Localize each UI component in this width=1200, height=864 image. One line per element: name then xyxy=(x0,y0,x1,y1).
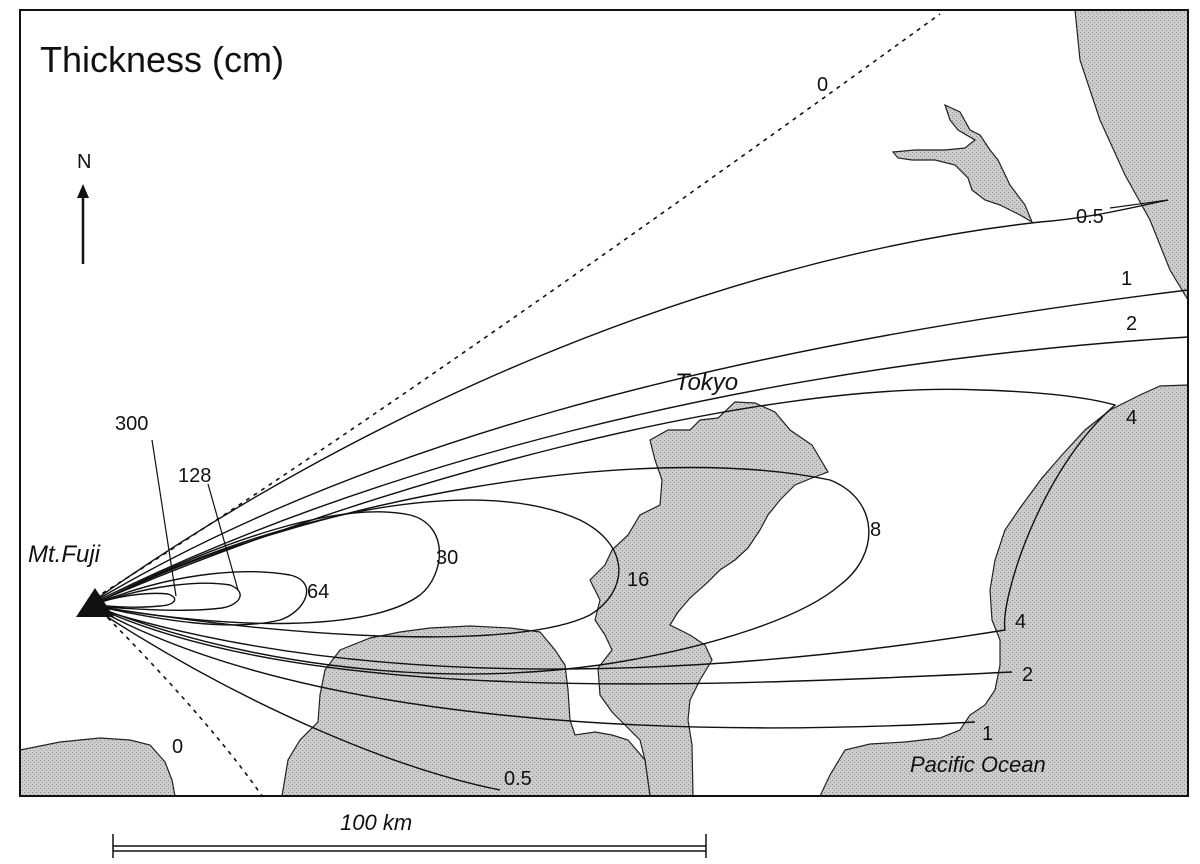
isopach-thirty xyxy=(94,511,441,625)
land-northeast xyxy=(1074,10,1188,302)
map-frame xyxy=(19,9,1189,797)
leader-threehundred xyxy=(151,439,177,597)
isopach-threehundred xyxy=(94,592,176,608)
label-zero-north: 0 xyxy=(817,74,828,96)
scale-bar: 100 km xyxy=(112,810,707,858)
label-leaders xyxy=(151,199,1169,597)
isopach-two-south xyxy=(94,606,1013,685)
leader-onetwentyeight xyxy=(207,483,239,591)
volcano-label: Mt.Fuji xyxy=(28,541,101,568)
label-sixteen: 16 xyxy=(627,569,649,591)
zero-isopachs xyxy=(94,13,941,796)
city-label: Tokyo xyxy=(675,369,738,396)
north-arrow: N xyxy=(77,151,91,264)
label-onetwentyeight: 128 xyxy=(178,465,211,487)
scale-label: 100 km xyxy=(340,810,412,835)
isopach-four xyxy=(94,388,1117,670)
isopach-one-north xyxy=(94,289,1188,602)
label-two-south: 2 xyxy=(1022,664,1033,686)
label-half-south: 0.5 xyxy=(504,768,532,790)
label-one-north: 1 xyxy=(1121,268,1132,290)
leader-half-north xyxy=(1109,199,1169,209)
label-threehundred: 300 xyxy=(115,413,148,435)
land-boso-east xyxy=(819,384,1188,796)
north-arrow-head-icon xyxy=(77,184,89,198)
label-sixtyfour: 64 xyxy=(307,581,329,603)
isopach-eight xyxy=(94,466,870,675)
land-tokyo-peninsula xyxy=(589,401,829,796)
label-zero-south: 0 xyxy=(172,736,183,758)
isopach-two-north xyxy=(94,336,1188,603)
isopach-zero-south xyxy=(94,604,263,796)
land-southwest xyxy=(20,737,176,796)
isopach-labels: 0 0 0.5 0.5 1 1 2 2 4 4 8 16 30 64 128 3… xyxy=(115,74,1137,790)
isopach-zero-north xyxy=(94,13,941,599)
label-one-south: 1 xyxy=(982,723,993,745)
isopach-onetwentyeight xyxy=(94,582,241,611)
volcano-triangle-icon xyxy=(76,588,114,617)
label-two-north: 2 xyxy=(1126,313,1137,335)
label-eight: 8 xyxy=(870,519,881,541)
land-masses xyxy=(20,10,1188,796)
lake-shape xyxy=(891,103,1034,224)
isopach-half-south xyxy=(94,608,501,791)
label-four-north: 4 xyxy=(1126,407,1137,429)
ocean-label: Pacific Ocean xyxy=(910,752,1046,777)
label-thirty: 30 xyxy=(436,547,458,569)
isopach-one-south xyxy=(94,607,976,729)
north-label: N xyxy=(77,151,91,173)
isopach-sixtyfour xyxy=(94,571,308,626)
isopach-lines xyxy=(94,199,1188,791)
label-half-north: 0.5 xyxy=(1076,206,1104,228)
isopach-half-north xyxy=(94,199,1169,601)
label-four-south: 4 xyxy=(1015,611,1026,633)
isopach-sixteen xyxy=(94,499,620,638)
map-title: Thickness (cm) xyxy=(40,39,284,80)
